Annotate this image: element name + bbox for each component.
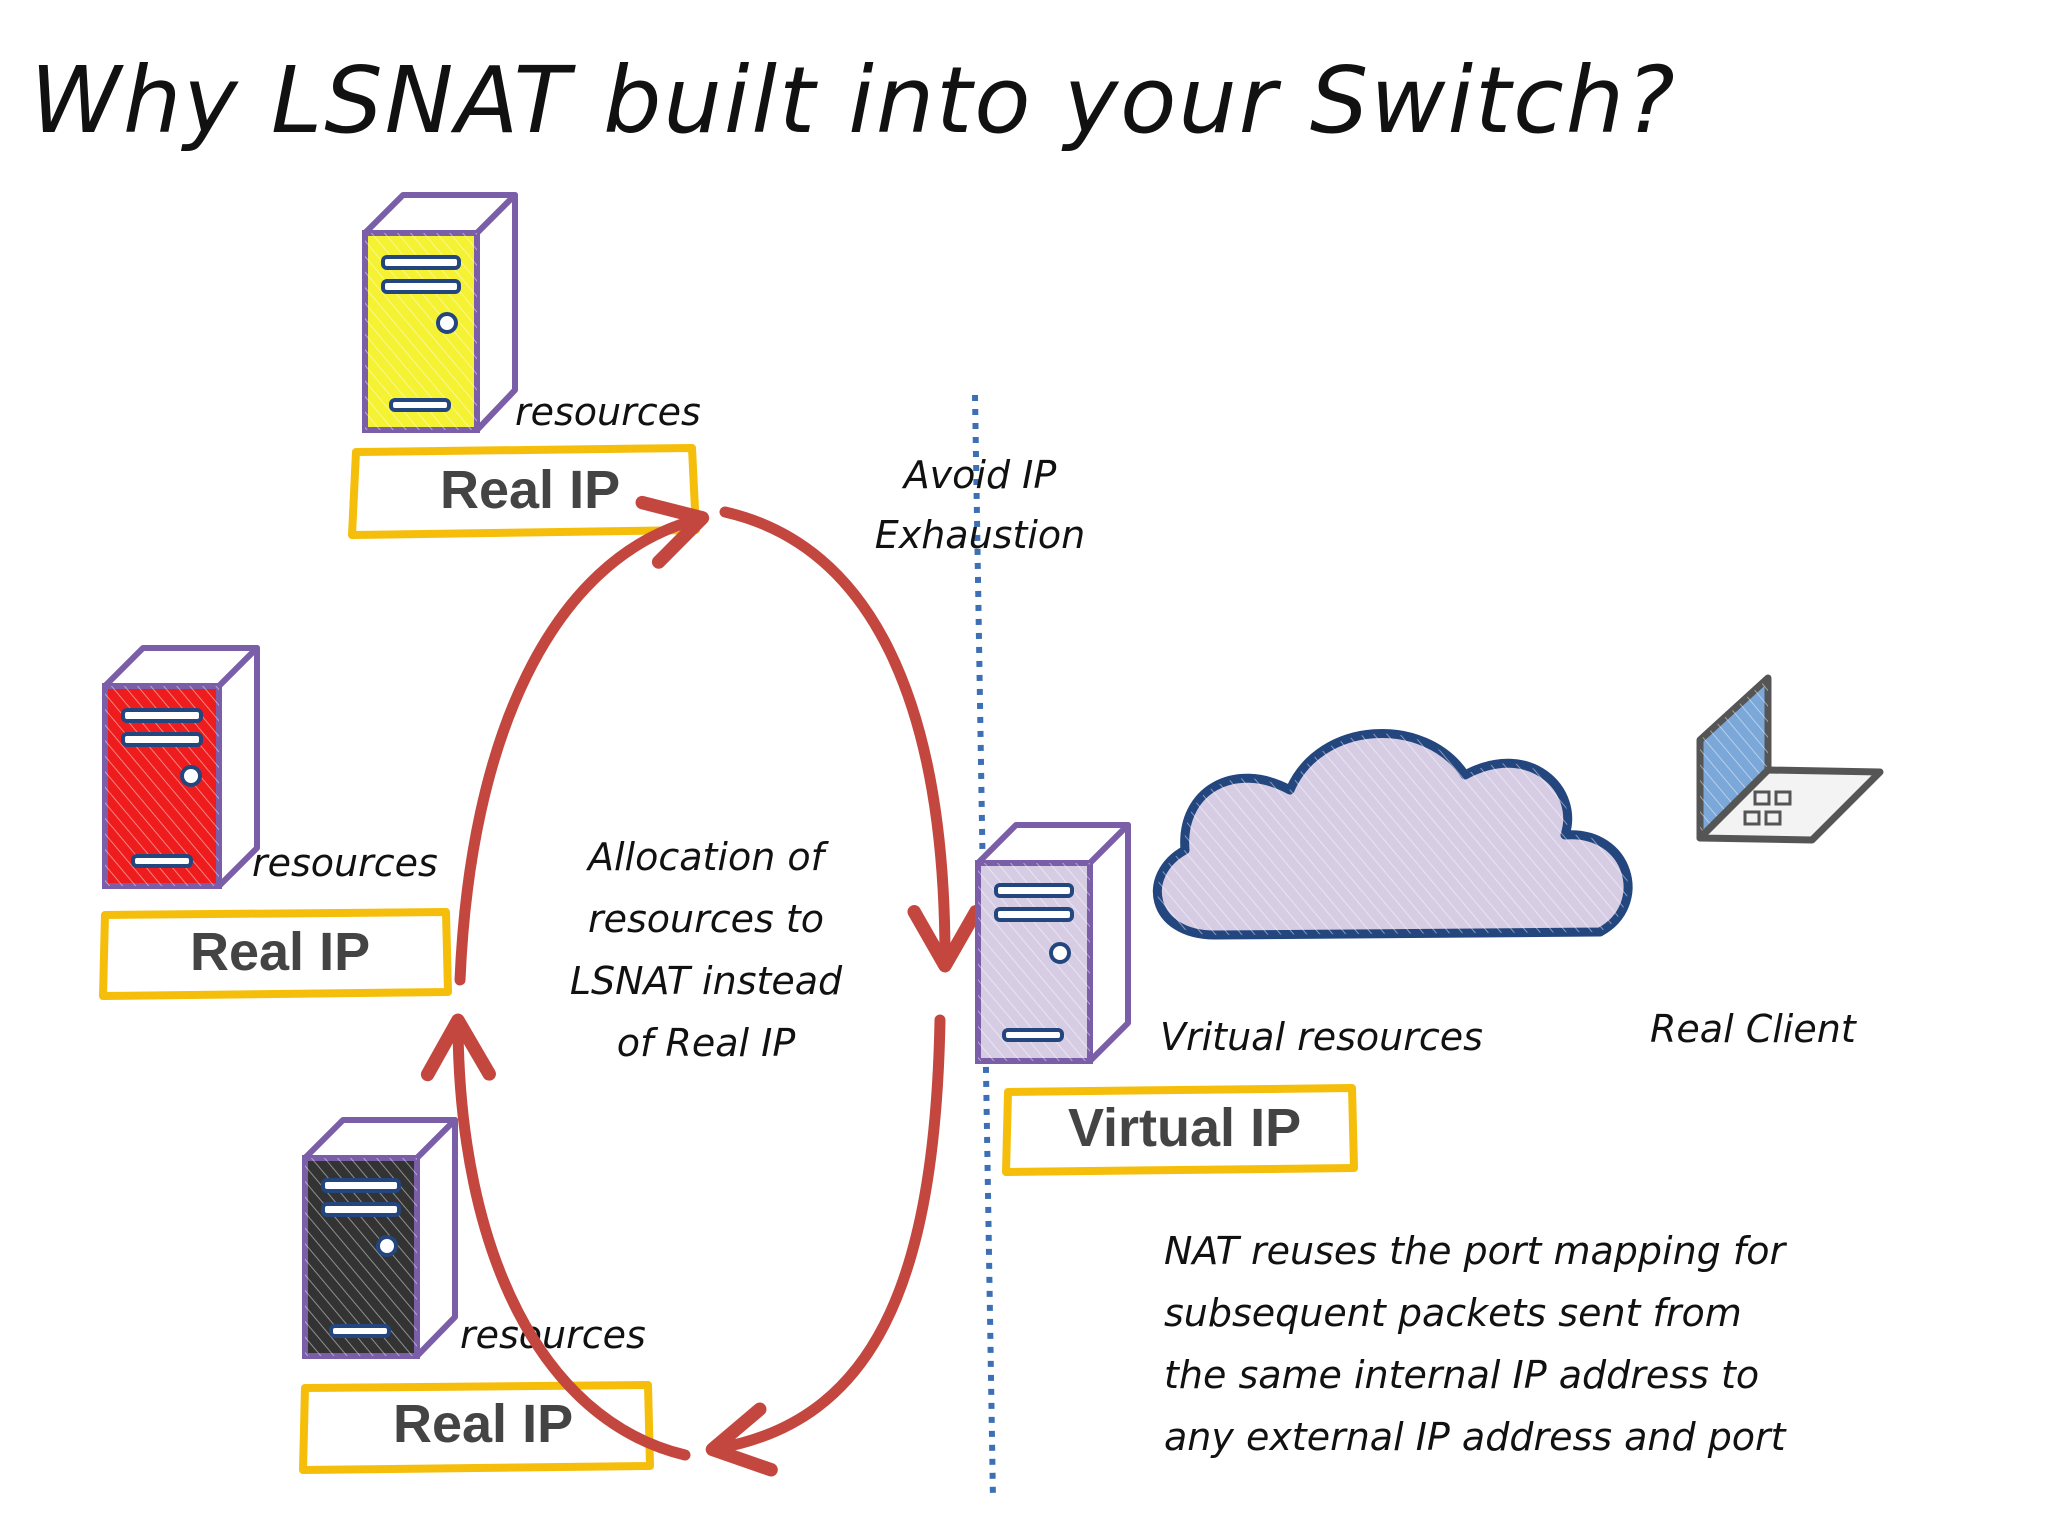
cloud-icon <box>1152 729 1633 940</box>
arrow-left-up <box>454 495 710 986</box>
server-icon <box>975 822 1131 1064</box>
nat-text-line-2: subsequent packets sent from <box>1164 1291 1742 1335</box>
laptop-icon <box>1696 674 1884 844</box>
resources-label: resources <box>460 1313 646 1357</box>
server-icon <box>102 645 260 889</box>
resources-label: resources <box>252 841 438 885</box>
real-client-label: Real Client <box>1650 1007 1858 1051</box>
real-ip-box: Real IP <box>348 444 700 539</box>
center-text-line-3: LSNAT instead <box>570 959 843 1003</box>
real-ip-label: Real IP <box>393 1394 573 1454</box>
avoid-ip-line-1: Avoid IP <box>901 453 1057 497</box>
arrow-left-bottom <box>420 1013 691 1461</box>
virtual-ip-label: Virtual IP <box>1068 1098 1301 1158</box>
virtual-ip-box: Virtual IP <box>1002 1084 1358 1176</box>
page-title: Why LSNAT built into your Switch? <box>30 47 1677 154</box>
nat-text-line-3: the same internal IP address to <box>1164 1353 1759 1397</box>
divider-line <box>972 394 996 1501</box>
arrow-top-right <box>719 506 983 973</box>
real-ip-label: Real IP <box>440 460 620 520</box>
center-text-line-4: of Real IP <box>617 1021 796 1065</box>
server-icon <box>302 1117 458 1359</box>
nat-text-line-1: NAT reuses the port mapping for <box>1164 1229 1788 1273</box>
nat-text-line-4: any external IP address and port <box>1164 1415 1788 1459</box>
real-ip-box: Real IP <box>99 908 452 1000</box>
center-text-line-1: Allocation of <box>585 835 830 879</box>
arrow-bottom-right <box>705 1014 946 1477</box>
real-ip-box: Real IP <box>299 1381 654 1474</box>
real-ip-label: Real IP <box>190 922 370 982</box>
server-icon <box>362 192 518 433</box>
center-text-line-2: resources to <box>588 897 824 941</box>
resources-label: resources <box>515 390 701 434</box>
virtual-resources-label: Vritual resources <box>1160 1015 1483 1059</box>
avoid-ip-line-2: Exhaustion <box>875 513 1086 557</box>
